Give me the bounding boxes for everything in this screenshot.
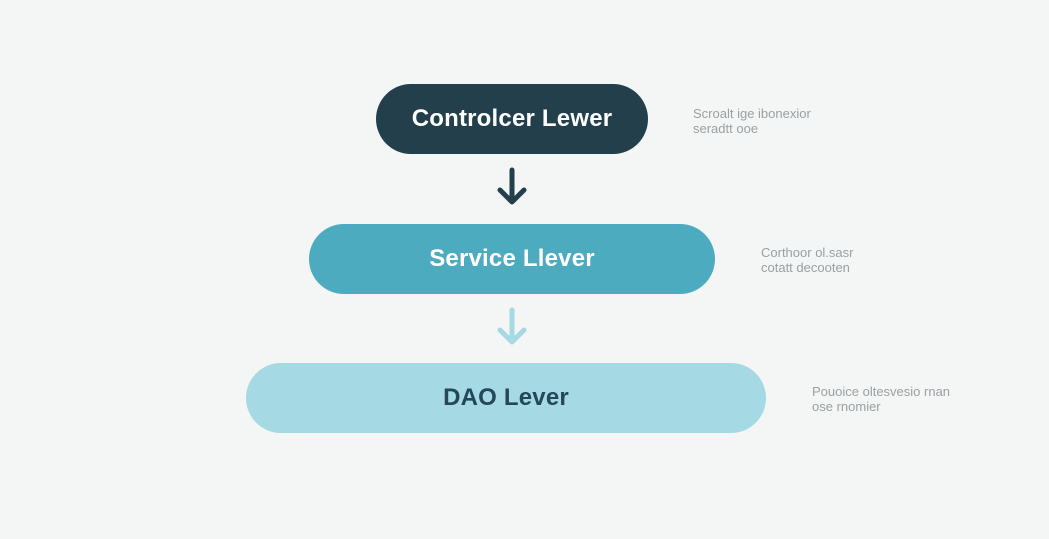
- service-note-line-1: Corthoor ol.sasr: [761, 245, 854, 260]
- dao-note-line-1: Pouoice oltesvesio rnan: [812, 384, 951, 399]
- controller-note-line-1: Scroalt ige ibonexior: [693, 106, 811, 121]
- arrow-2-path: [497, 307, 527, 345]
- service-note-line-2: cotatt decooten: [761, 260, 850, 275]
- controller-layer-label: Controlcer Lewer: [411, 105, 613, 132]
- service-layer-label: Service Llever: [429, 245, 595, 272]
- dao-note-line-2: ose rnomier: [812, 399, 881, 414]
- controller-note-line-2: seradtt ooe: [693, 121, 759, 136]
- service-layer-box: Service Llever: [309, 224, 715, 294]
- dao-layer-box: DAO Lever: [246, 363, 766, 433]
- dao-layer-note: Pouoice oltesvesio rnan ose rnomier: [812, 384, 950, 414]
- dao-layer-label: DAO Lever: [443, 384, 569, 411]
- controller-layer-box: Controlcer Lewer: [376, 84, 648, 154]
- down-arrow-icon: [497, 167, 527, 205]
- down-arrow-icon: [497, 307, 527, 345]
- service-layer-note: Corthoor ol.sasr cotatt decooten: [761, 245, 853, 275]
- arrow-1-path: [497, 167, 527, 205]
- controller-layer-note: Scroalt ige ibonexior seradtt ooe: [693, 106, 811, 136]
